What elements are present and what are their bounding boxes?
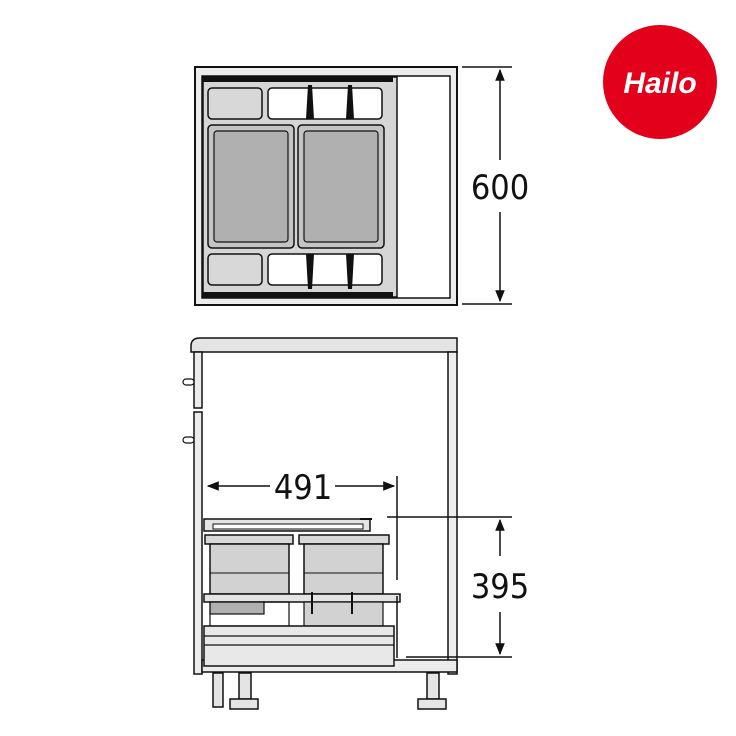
side-view bbox=[182, 337, 458, 710]
width-dimension: 491 bbox=[206, 468, 398, 580]
hailo-logo: Hailo bbox=[603, 25, 717, 139]
depth-label: 600 bbox=[471, 168, 529, 208]
height-dimension: 395 bbox=[387, 516, 529, 658]
top-view bbox=[194, 66, 458, 306]
logo-text: Hailo bbox=[623, 67, 696, 100]
height-label: 395 bbox=[471, 567, 529, 607]
width-label: 491 bbox=[274, 468, 332, 508]
depth-dimension: 600 bbox=[462, 66, 529, 305]
